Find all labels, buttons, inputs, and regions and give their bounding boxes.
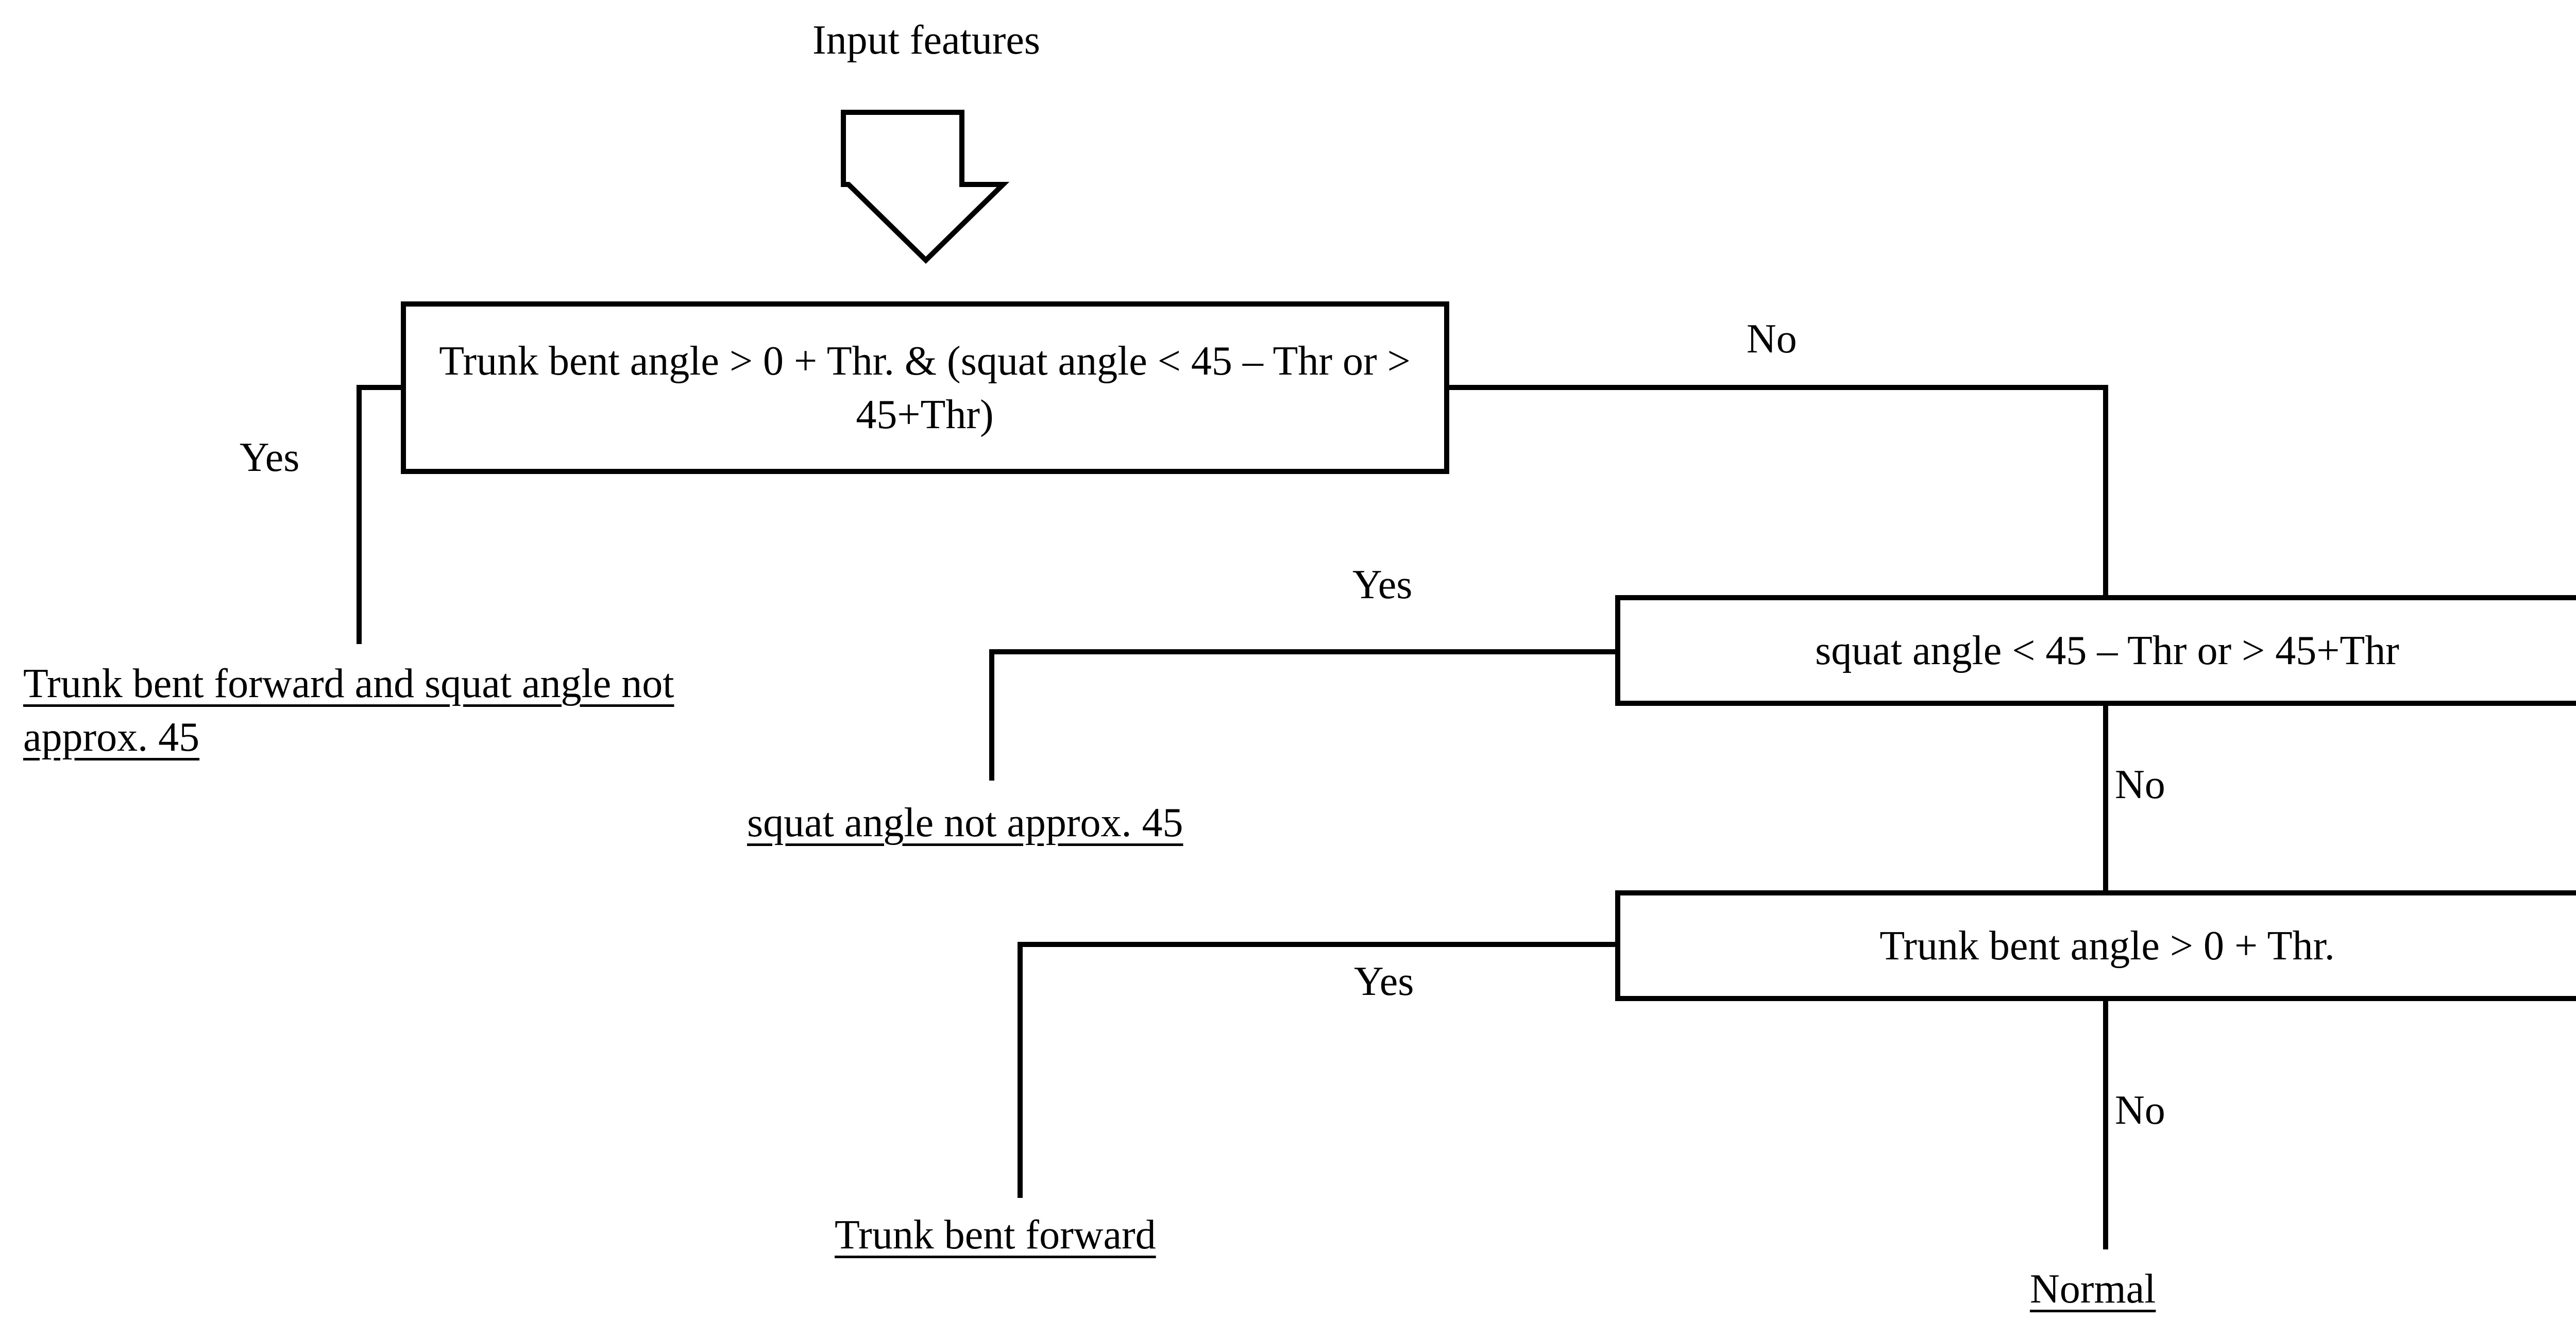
outcome-normal: Normal (2030, 1266, 2156, 1312)
node1-text: Trunk bent angle > 0 + Thr. & (squat ang… (439, 338, 1411, 437)
node2-text: squat angle < 45 – Thr or > 45+Thr (1815, 628, 2399, 673)
node3-yes-label: Yes (1354, 959, 1414, 1004)
outcome-trunk-bent-forward: Trunk bent forward (835, 1212, 1156, 1258)
outcome-trunk-bent-and-squat: Trunk bent forward and squat angle not a… (23, 661, 674, 760)
node2-yes-connector (989, 649, 1620, 781)
node3-text: Trunk bent angle > 0 + Thr. (1879, 923, 2335, 969)
input-arrow (841, 110, 1010, 264)
node2-yes-label: Yes (1352, 562, 1413, 607)
node1-no-connector (1444, 385, 2108, 600)
outcome-squat-not-45: squat angle not approx. 45 (747, 800, 1183, 845)
node1-yes-label: Yes (240, 435, 300, 480)
node1-yes-connector (357, 385, 406, 644)
node1-no-label: No (1747, 316, 1797, 362)
node3-yes-connector (1018, 942, 1620, 1198)
node2-no-label: No (2115, 762, 2165, 807)
input-features-label: Input features (812, 18, 1041, 63)
node3-no-label: No (2115, 1088, 2165, 1133)
